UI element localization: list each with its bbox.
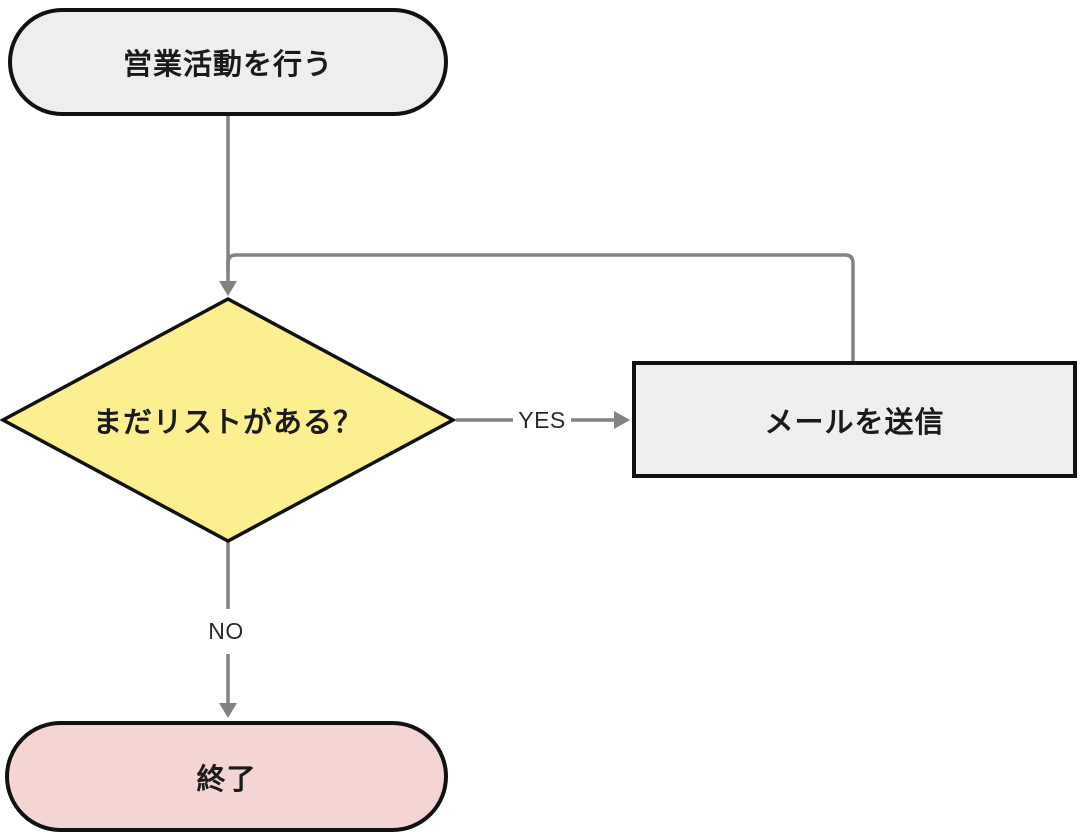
edge-label-no: NO bbox=[204, 609, 248, 654]
decision-node-shape bbox=[0, 297, 457, 543]
edge-label-no-text: NO bbox=[208, 618, 244, 644]
node-start: 営業活動を行う bbox=[8, 8, 448, 116]
node-process-label: メールを送信 bbox=[764, 406, 945, 439]
arrowhead-into-decision bbox=[219, 281, 237, 296]
arrowhead-into-end bbox=[219, 703, 237, 718]
node-end: 終了 bbox=[5, 721, 448, 832]
node-end-label: 終了 bbox=[196, 763, 257, 796]
arrowhead-into-process bbox=[614, 411, 630, 429]
arrowheads bbox=[219, 281, 630, 718]
edge-label-yes: YES bbox=[513, 398, 571, 442]
node-start-label: 営業活動を行う bbox=[122, 49, 333, 81]
node-process: メールを送信 bbox=[632, 361, 1077, 478]
edge-label-yes-text: YES bbox=[518, 406, 566, 433]
edge-process-to-decision-loop bbox=[226, 253, 855, 361]
